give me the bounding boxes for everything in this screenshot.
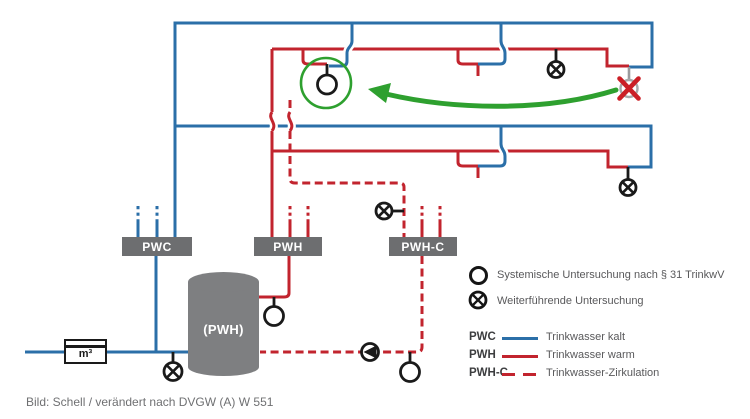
extended-test-points — [162, 49, 638, 382]
pwh-distribution-box: PWH — [254, 237, 322, 256]
legend-pwh-desc: Trinkwasser warm — [546, 349, 635, 361]
image-credit-caption: Bild: Schell / verändert nach DVGW (A) W… — [26, 395, 274, 409]
meter-label: m³ — [78, 348, 93, 360]
water-meter: m³ — [64, 339, 107, 364]
legend-pwhc-label: PWH-C — [469, 367, 508, 379]
legend-pwh-label: PWH — [469, 349, 496, 361]
storage-tank — [188, 272, 259, 376]
legend-pwc-label: PWC — [469, 331, 496, 343]
meter-divider — [66, 345, 105, 348]
tank-label: (PWH) — [203, 322, 244, 337]
legend-open-circle-icon — [469, 266, 488, 285]
legend-extended-text: Weiterführende Untersuchung — [497, 295, 644, 307]
arrow-head — [368, 83, 391, 103]
pwhc-circulation-pipes — [260, 100, 424, 354]
legend-systemic-text: Systemische Untersuchung nach § 31 Trink… — [497, 269, 725, 281]
pwhc-distribution-box: PWH-C — [389, 237, 457, 256]
legend-pwh-line-swatch — [502, 355, 538, 359]
removed-outlet-symbol — [617, 67, 641, 101]
sampling-circle-tank-outlet — [263, 305, 285, 327]
highlight-circle — [299, 56, 353, 110]
legend-pwc-desc: Trinkwasser kalt — [546, 331, 626, 343]
pwh-warm-pipes — [259, 47, 629, 299]
highlight-annotation — [299, 56, 619, 110]
legend-crossed-circle-icon — [468, 290, 488, 310]
circulation-pump-icon — [360, 342, 380, 362]
legend-pwc-line-swatch — [502, 337, 538, 341]
sampling-circle-circulation — [399, 361, 421, 383]
legend-pwhc-desc: Trinkwasser-Zirkulation — [546, 367, 660, 379]
systemic-sampling-points — [263, 64, 421, 383]
legend-pwhc-line-swatch — [502, 373, 538, 377]
relocation-arrow — [383, 87, 619, 109]
sampling-circle-top-floor — [316, 73, 338, 96]
pwc-distribution-box: PWC — [122, 237, 192, 256]
